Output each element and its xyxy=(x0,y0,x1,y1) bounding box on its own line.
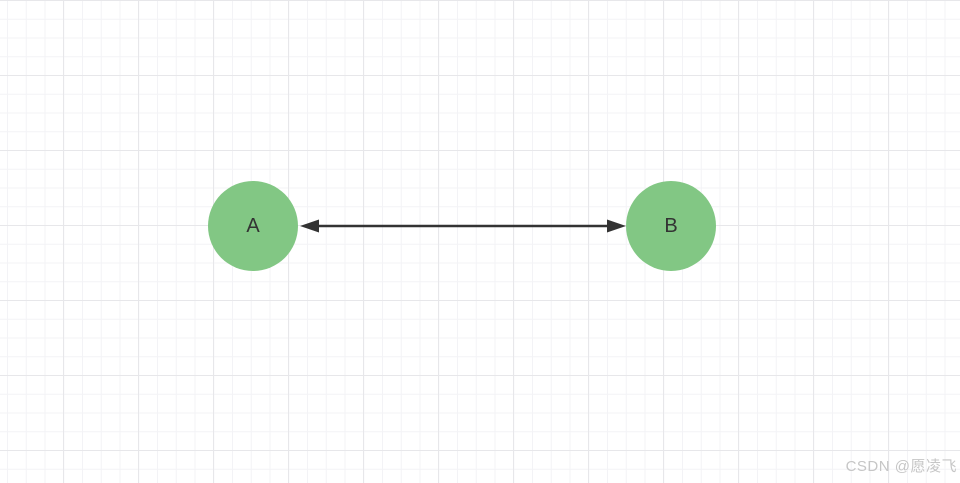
watermark: CSDN @愿凌飞 xyxy=(845,458,957,475)
node-a-shape[interactable] xyxy=(208,181,298,271)
node-b-shape[interactable] xyxy=(626,181,716,271)
edge-a-b[interactable] xyxy=(300,219,626,233)
arrowhead-right-icon xyxy=(607,219,626,233)
arrowhead-left-icon xyxy=(300,219,319,233)
